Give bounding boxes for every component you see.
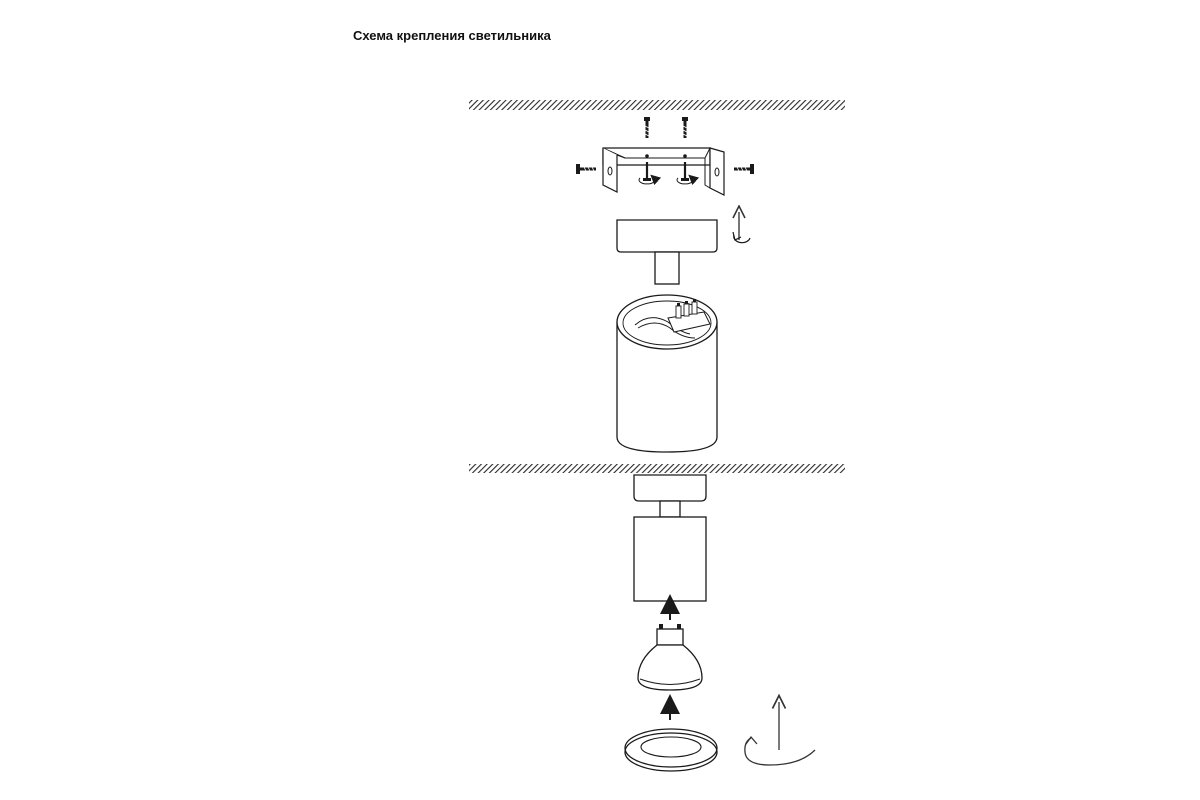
ceiling-bottom [469, 464, 845, 473]
gu10-bulb [637, 624, 703, 691]
retaining-ring [624, 728, 718, 772]
rotate-arrow-icon-lower [744, 702, 816, 766]
screw-side-right [734, 164, 754, 174]
mounting-bracket [602, 147, 725, 196]
ceiling-top [469, 100, 845, 110]
page-title: Схема крепления светильника [353, 28, 551, 43]
terminal-block [667, 299, 711, 333]
screw-side-left [576, 164, 596, 174]
ceiling-cap [616, 219, 718, 285]
screw-top-right [682, 117, 688, 138]
rotate-arrow-icon-upper [733, 212, 751, 244]
screw-bracket-right [676, 162, 700, 186]
assembled-fixture [633, 474, 707, 602]
screw-top-left [644, 117, 650, 138]
screw-bracket-left [638, 162, 662, 186]
